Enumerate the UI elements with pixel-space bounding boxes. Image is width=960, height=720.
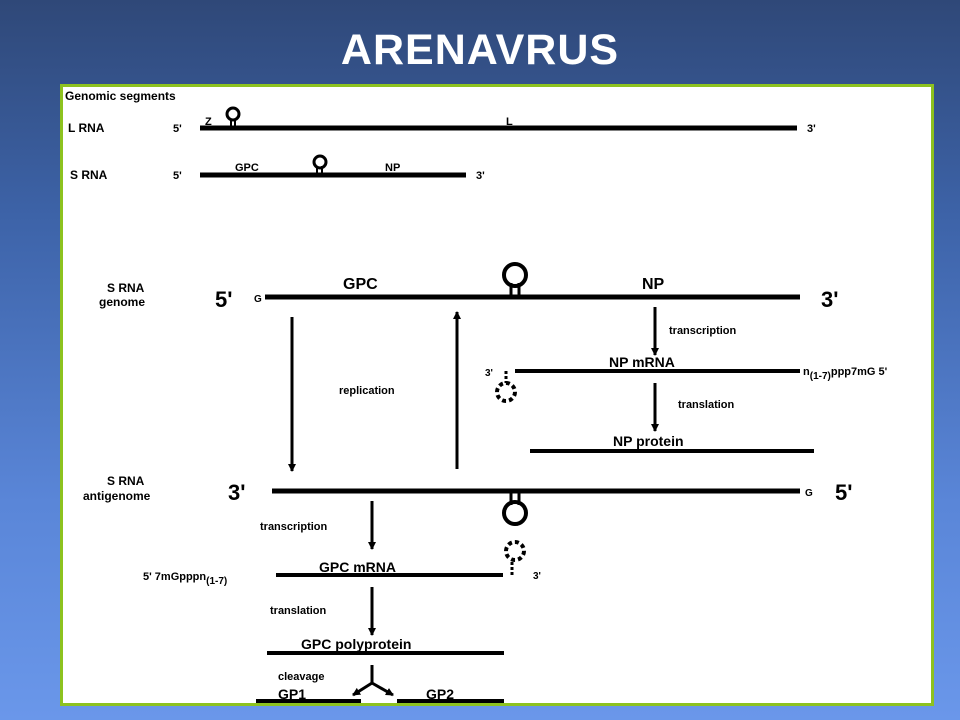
gp1-label: GP1 — [278, 686, 306, 702]
antigenome-five-prime: 5' — [835, 480, 852, 505]
l-rna-hairpin — [225, 106, 241, 128]
gp2-label: GP2 — [426, 686, 454, 702]
genome-np-label: NP — [642, 276, 665, 293]
np-transcription-label: transcription — [669, 325, 737, 337]
gpc-polyprotein-label: GPC polyprotein — [301, 636, 411, 652]
s-rna-three-prime: 3' — [476, 170, 485, 182]
l-rna-l-label: L — [506, 116, 513, 128]
replication-label: replication — [339, 385, 395, 397]
diagram-panel: Genomic segments L RNA 5' Z L 3' S RNA 5… — [60, 84, 934, 706]
genome-hairpin — [502, 262, 528, 297]
gpc-mrna-three-prime: 3' — [533, 571, 541, 582]
genome-g: G — [254, 294, 262, 305]
antigenome-label-line1: S RNA — [107, 474, 145, 488]
l-rna-z-label: Z — [205, 116, 212, 128]
s-rna-gpc-label: GPC — [235, 162, 259, 174]
np-mrna-dashed-hairpin — [495, 371, 517, 403]
genome-label-line2: genome — [99, 295, 145, 309]
slide-title: ARENAVRUS — [340, 26, 620, 74]
s-rna-np-label: NP — [385, 162, 400, 174]
antigenome-three-prime: 3' — [228, 480, 245, 505]
cleavage-label: cleavage — [278, 671, 324, 683]
l-rna-three-prime: 3' — [807, 123, 816, 135]
genome-five-prime: 5' — [215, 287, 232, 312]
genome-gpc-label: GPC — [343, 276, 378, 293]
gpc-mrna-dashed-hairpin — [504, 540, 526, 575]
gpc-translation-label: translation — [270, 605, 327, 617]
l-rna-label: L RNA — [68, 121, 105, 135]
genome-label-line1: S RNA — [107, 281, 145, 295]
gpc-mrna-label: GPC mRNA — [319, 559, 396, 575]
l-rna-five-prime: 5' — [173, 123, 182, 135]
s-rna-five-prime: 5' — [173, 170, 182, 182]
np-mrna-label: NP mRNA — [609, 354, 675, 370]
antigenome-g: G — [805, 488, 813, 499]
s-rna-hairpin — [312, 154, 328, 175]
np-mrna-three-prime: 3' — [485, 368, 493, 379]
np-translation-label: translation — [678, 399, 735, 411]
gpc-transcription-label: transcription — [260, 521, 328, 533]
cleavage-fork-arrow — [352, 665, 394, 697]
antigenome-label-line2: antigenome — [83, 489, 151, 503]
genome-three-prime: 3' — [821, 287, 838, 312]
np-protein-label: NP protein — [613, 433, 684, 449]
antigenome-hairpin — [502, 491, 528, 526]
gpc-mrna-cap: 5' 7mGpppn(1-7) — [143, 571, 227, 587]
genomic-segments-heading: Genomic segments — [65, 89, 176, 103]
s-rna-label: S RNA — [70, 168, 108, 182]
np-mrna-cap: n(1-7)ppp7mG 5' — [803, 366, 888, 382]
arenavirus-diagram: Genomic segments L RNA 5' Z L 3' S RNA 5… — [65, 89, 888, 703]
